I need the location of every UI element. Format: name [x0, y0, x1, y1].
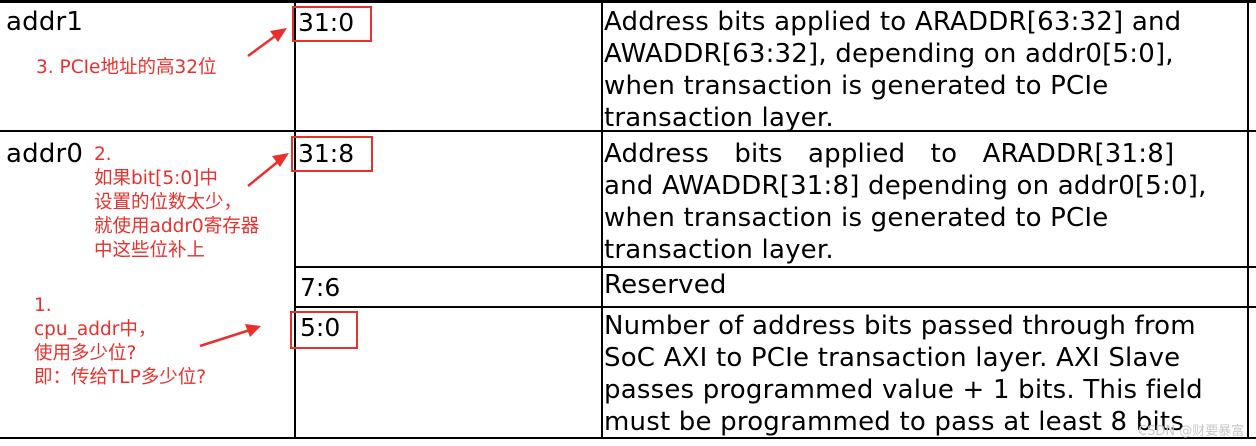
column-divider	[294, 0, 296, 439]
row-divider	[0, 130, 1256, 132]
register-name: addr1	[6, 7, 84, 37]
description-line: SoC AXI to PCIe transaction layer. AXI S…	[604, 343, 1181, 373]
bit-range: 31:8	[298, 139, 355, 168]
description-line: and AWADDR[31:8] depending on addr0[5:0]…	[604, 171, 1207, 201]
column-divider	[601, 0, 603, 439]
arrow-to-addr0-bits	[247, 159, 281, 187]
description-line: Address bits applied to ARADDR[31:8]	[604, 139, 1175, 169]
arrow-to-bit-count	[199, 328, 251, 348]
description-line: Number of address bits passed through fr…	[604, 311, 1196, 341]
table-bottom-border	[0, 437, 1256, 439]
annotation-note-3: 3. PCIe地址的高32位	[36, 57, 217, 78]
description-line: transaction layer.	[604, 235, 834, 265]
description-line: Reserved	[604, 270, 727, 300]
description-line: when transaction is generated to PCIe	[604, 71, 1109, 101]
description-line: Address bits applied to ARADDR[63:32] an…	[604, 7, 1182, 37]
row-divider	[295, 266, 1256, 268]
description-line: when transaction is generated to PCIe	[604, 203, 1109, 233]
description-line: AWADDR[63:32], depending on addr0[5:0],	[604, 39, 1174, 69]
watermark: CSDN @财要暴富	[1138, 424, 1245, 439]
description-line: transaction layer.	[604, 103, 834, 133]
highlight-box	[291, 136, 373, 172]
description-line: must be programmed to pass at least 8 bi…	[604, 407, 1185, 437]
arrow-to-addr1-bits	[247, 32, 279, 58]
bit-range: 5:0	[300, 313, 341, 342]
annotation-note-2: 2. 如果bit[5:0]中 设置的位数太少， 就使用addr0寄存器 中这些位…	[94, 144, 260, 261]
bit-range: 7:6	[300, 273, 341, 302]
table-right-border	[1247, 0, 1249, 439]
highlight-box	[292, 6, 372, 42]
bit-range: 31:0	[298, 8, 355, 37]
register-name: addr0	[6, 139, 84, 169]
annotation-note-1: 1. cpu_addr中， 使用多少位? 即：传给TLP多少位?	[34, 295, 207, 388]
arrow-head	[272, 153, 289, 167]
highlight-box	[290, 311, 358, 349]
description-line: passes programmed value + 1 bits. This f…	[604, 375, 1203, 405]
table-top-border	[0, 0, 1256, 3]
arrow-head	[245, 324, 261, 337]
arrow-head	[270, 28, 287, 42]
row-divider	[295, 306, 1256, 308]
